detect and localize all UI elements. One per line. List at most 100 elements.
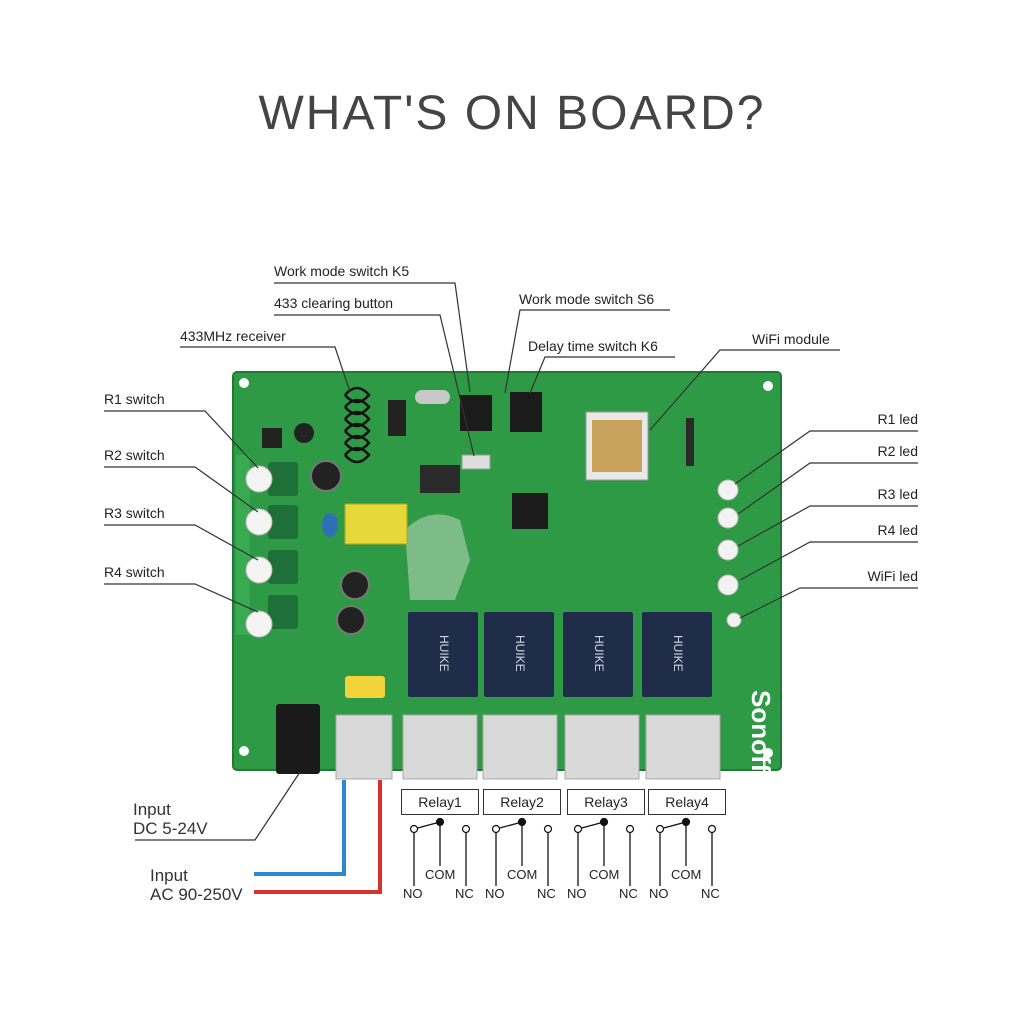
wifi-module-shield [592,420,642,472]
relay4-schematic [659,821,713,886]
r2-switch-leader [104,466,259,513]
relay2-schematic [495,821,549,886]
r2-led [717,507,739,529]
ac-input-range: AC 90-250V [150,885,243,904]
k6-leader [529,356,675,394]
mount-hole [239,378,249,388]
relay1-schematic [413,821,467,886]
clearing-button [461,454,491,470]
label-r1-led: R1 led [877,411,918,427]
dc-input-range: DC 5-24V [133,819,208,838]
r1-switch-leader [104,410,259,469]
dip-switch-s6 [510,392,542,432]
terminal-block-relay2 [482,714,558,780]
relay1-nc: NC [455,886,474,901]
relay3-no: NO [567,886,587,901]
terminal-block-relay4 [645,714,721,780]
relay-schematics [413,821,713,886]
page-title: WHAT'S ON BOARD? [258,87,766,140]
r4-switch-button [245,610,273,638]
label-s6: Work mode switch S6 [519,291,655,307]
relay4-nc: NC [701,886,720,901]
label-r2-led: R2 led [877,443,918,459]
leader-lines [104,282,918,841]
relay-1-body [408,612,478,697]
relay2-com: COM [507,867,538,882]
label-r4-switch: R4 switch [104,564,165,580]
capacitor [310,460,342,492]
relay1-no: NO [403,886,423,901]
pcb-trace [405,514,470,600]
capacitor [340,570,370,600]
relays [408,612,712,697]
r4-led [717,574,739,596]
side-switches [236,455,298,638]
dip-switch-k5 [460,395,492,431]
capacitor [336,605,366,635]
terminal-block-relay3 [564,714,640,780]
label-r4-led: R4 led [877,522,918,538]
label-clear433: 433 clearing button [274,295,394,311]
label-k5: Work mode switch K5 [274,263,410,279]
r4-led-leader [739,541,918,581]
k5-leader [274,282,471,393]
ac-wire-neutral [254,780,346,876]
relay2-label: Relay2 [483,789,561,815]
relay-3-body [563,612,633,697]
relay4-label: Relay4 [648,789,726,815]
crystal [415,390,450,404]
relay-2-body [484,612,554,697]
wifi-led-leader [739,587,918,619]
pin-header [420,465,460,493]
r3-led [717,539,739,561]
ac-input-label: Input AC 90-250V [150,866,243,904]
ac-input-title: Input [150,866,188,885]
r3-switch-button [245,556,273,584]
mount-hole [239,746,249,756]
label-r3-switch: R3 switch [104,505,165,521]
pin-header [686,418,694,466]
transformer [344,503,408,545]
relay3-schematic [577,821,631,886]
relay4-no: NO [649,886,669,901]
relay2-nc: NC [537,886,556,901]
s6-leader [504,309,670,394]
ic-chip [388,400,406,436]
label-rx433: 433MHz receiver [180,328,286,344]
relay-brand-4: HUIKE [671,635,685,672]
dc-input-title: Input [133,800,171,819]
relay-4-body [642,612,712,697]
relay-brand-1: HUIKE [437,635,451,672]
relay1-com: COM [425,867,456,882]
relay1-label: Relay1 [401,789,479,815]
antenna-coil [344,386,371,464]
label-wifi-module: WiFi module [752,331,830,347]
label-wifi-led: WiFi led [867,568,918,584]
mount-hole [763,748,773,758]
mount-hole [763,381,773,391]
ac-wire-live [254,780,382,894]
wifi-led [726,612,742,628]
mcu-chip [512,493,548,529]
relay4-com: COM [671,867,702,882]
label-r2-switch: R2 switch [104,447,165,463]
relay-brand-2: HUIKE [513,635,527,672]
relay-brand-3: HUIKE [592,635,606,672]
label-k6: Delay time switch K6 [528,338,658,354]
dc-input-label: Input DC 5-24V [133,800,208,838]
wifi-module-leader [649,349,840,431]
r3-led-leader [737,505,918,547]
r1-led [717,479,739,501]
terminal-blocks [335,714,721,780]
terminal-block-relay1 [402,714,478,780]
dc-jack [276,704,320,774]
relay2-no: NO [485,886,505,901]
clear433-leader [274,314,475,457]
r4-switch-leader [104,583,259,613]
rx433-leader [180,346,351,393]
blue-cap [322,513,338,537]
schematic-nodes [409,817,717,834]
r2-switch-button [245,508,273,536]
r2-led-leader [737,462,918,515]
